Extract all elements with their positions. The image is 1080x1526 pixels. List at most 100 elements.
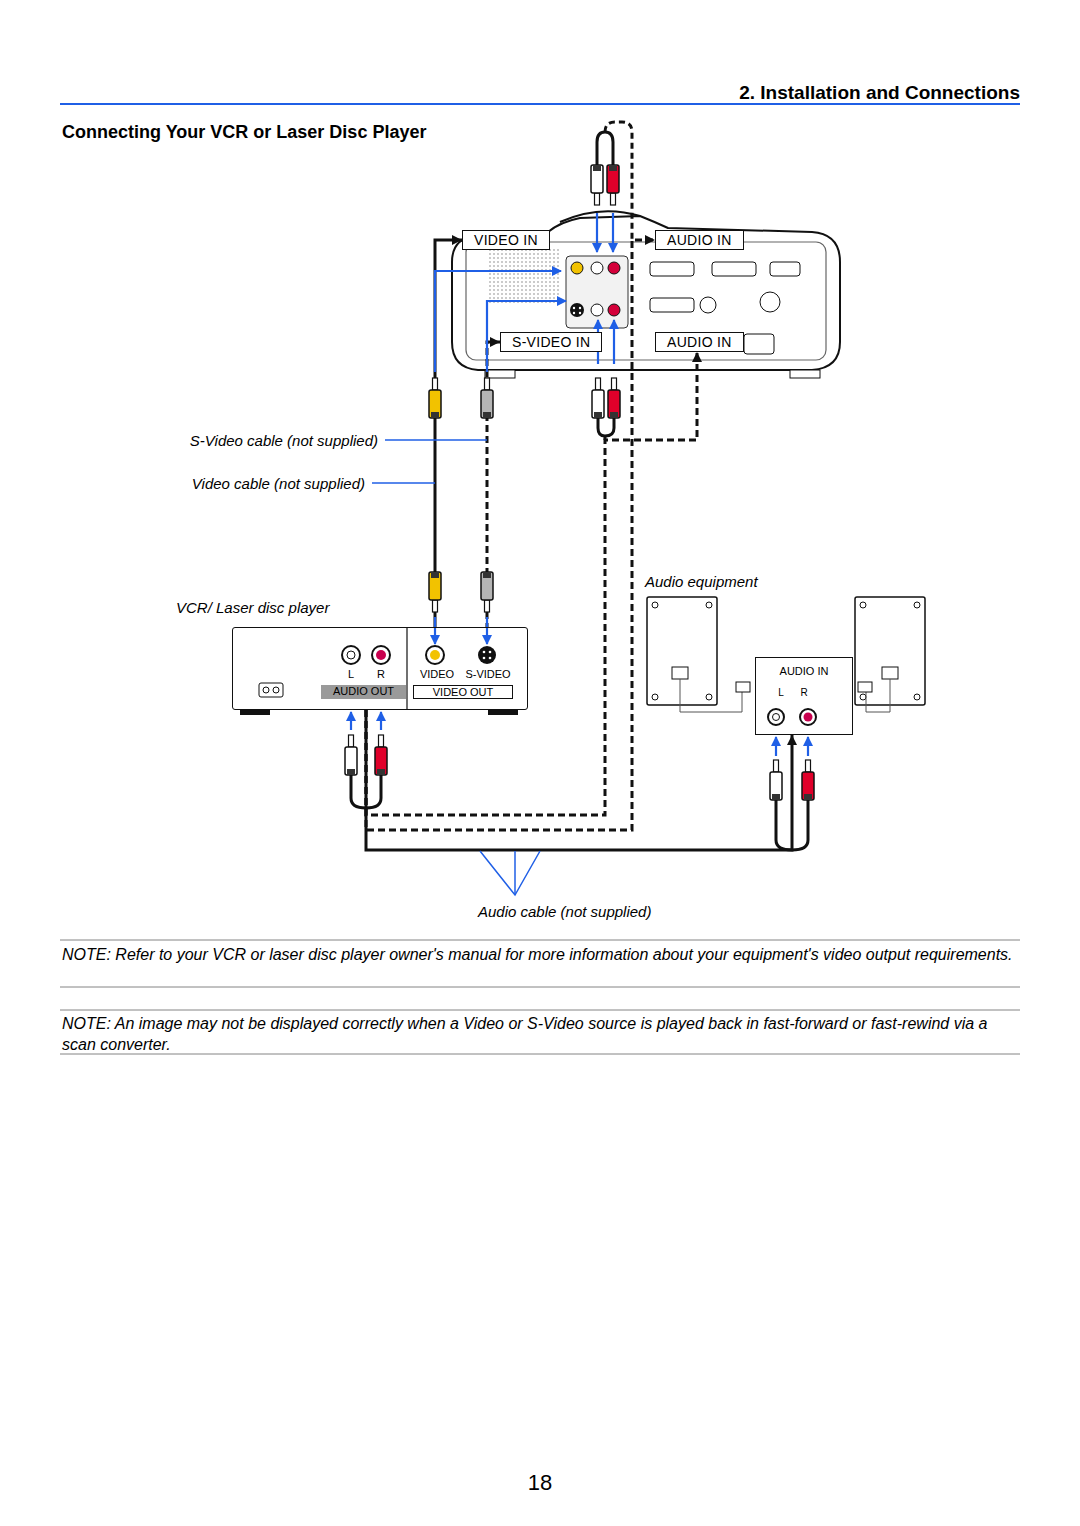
cable-tail xyxy=(604,436,607,440)
amplifier-body xyxy=(804,713,813,722)
jack-label: R xyxy=(800,686,807,699)
projector xyxy=(790,370,820,378)
jack-label: L xyxy=(778,686,784,699)
speaker xyxy=(855,597,925,705)
projector xyxy=(466,242,826,360)
cable-connector xyxy=(366,699,792,850)
speaker xyxy=(647,597,717,705)
note-rule xyxy=(60,987,1020,988)
projector xyxy=(712,262,756,276)
cable-label: Audio cable (not supplied) xyxy=(478,902,651,922)
cable-connector xyxy=(366,240,655,830)
cable-tail xyxy=(605,122,632,240)
projector xyxy=(452,211,840,378)
rca-plug xyxy=(774,760,779,772)
insert-arrow xyxy=(351,213,808,756)
insert-arrow xyxy=(613,320,615,364)
insert-arrow xyxy=(486,617,488,644)
running-header: 2. Installation and Connections xyxy=(739,80,1020,105)
rca-plug xyxy=(609,165,617,171)
vcr-body xyxy=(426,646,444,664)
vcr-body xyxy=(478,646,496,664)
projector xyxy=(571,262,583,274)
speaker xyxy=(652,602,658,608)
insert-arrow xyxy=(596,213,598,252)
projector xyxy=(650,298,694,312)
projector xyxy=(579,307,581,309)
note-text: NOTE: Refer to your VCR or laser disc pl… xyxy=(62,944,1020,965)
box-text: AUDIO OUT xyxy=(333,685,394,697)
rca-plug xyxy=(483,572,491,578)
projector xyxy=(573,307,575,309)
vcr-body xyxy=(342,646,360,664)
projector xyxy=(485,370,515,378)
vcr-body xyxy=(273,687,279,693)
cable-connector xyxy=(435,240,462,685)
box-text: AUDIO IN xyxy=(780,664,829,678)
device-label: Audio equipment xyxy=(645,572,758,592)
note-rule xyxy=(60,940,1020,1054)
box-text: AUDIO IN xyxy=(667,333,732,351)
cable-tail xyxy=(597,132,613,165)
insert-arrow xyxy=(350,712,352,730)
rca-plug xyxy=(375,735,387,775)
amplifier-body xyxy=(736,682,750,692)
note-rule xyxy=(60,940,1020,941)
amplifier-body xyxy=(768,709,784,725)
note-rule xyxy=(60,1010,1020,1011)
rca-plug xyxy=(375,747,387,775)
vcr-body xyxy=(406,628,407,709)
projector xyxy=(591,304,603,316)
speaker xyxy=(860,602,866,608)
cable-tail xyxy=(598,418,614,436)
vcr-body xyxy=(259,683,283,697)
projector xyxy=(570,303,584,317)
vcr-body xyxy=(233,628,527,709)
note-text: NOTE: An image may not be displayed corr… xyxy=(62,1013,1020,1055)
device-heading: VCR/ Laser disc player xyxy=(176,599,329,617)
section-title: Connecting Your VCR or Laser Disc Player xyxy=(62,122,426,143)
rca-plug xyxy=(772,794,780,800)
insert-arrow xyxy=(434,617,436,644)
rca-plug xyxy=(608,390,620,418)
speaker xyxy=(706,694,712,700)
insert-arrow xyxy=(612,213,614,252)
vcr-body xyxy=(489,657,492,660)
header-rule xyxy=(60,103,1020,105)
port-label-box: VIDEO IN xyxy=(462,230,550,250)
rca-plug xyxy=(429,378,441,418)
cable-label: S-Video cable (not supplied) xyxy=(190,431,378,451)
speaker xyxy=(706,602,712,608)
projector xyxy=(700,297,716,313)
rca-plug xyxy=(481,378,493,418)
amplifier-box: AUDIO IN xyxy=(755,657,853,735)
rca-plug xyxy=(592,378,604,418)
port-label-box: S-VIDEO IN xyxy=(500,332,602,352)
rca-plug xyxy=(481,390,493,418)
rca-plug xyxy=(377,769,385,775)
jack-label: S-VIDEO xyxy=(464,667,511,681)
rca-plug xyxy=(431,572,439,578)
vcr-body xyxy=(376,650,386,660)
vcr-body xyxy=(347,651,355,659)
rca-plug xyxy=(804,794,812,800)
vcr-body xyxy=(483,657,486,660)
port-label-box: AUDIO IN xyxy=(655,332,744,352)
projector xyxy=(566,256,628,328)
leader-line xyxy=(385,439,487,441)
box-text: VIDEO OUT xyxy=(433,686,494,698)
insert-arrow xyxy=(807,737,809,756)
rca-plug xyxy=(429,572,441,600)
vcr-body xyxy=(483,651,486,654)
insert-arrow xyxy=(380,712,382,730)
rca-plug xyxy=(429,572,441,612)
amplifier-body xyxy=(756,658,852,734)
vcr-body xyxy=(488,710,518,715)
rca-plug xyxy=(433,600,438,612)
vcr-body xyxy=(489,651,492,654)
speaker xyxy=(680,679,742,712)
projector xyxy=(760,292,780,312)
